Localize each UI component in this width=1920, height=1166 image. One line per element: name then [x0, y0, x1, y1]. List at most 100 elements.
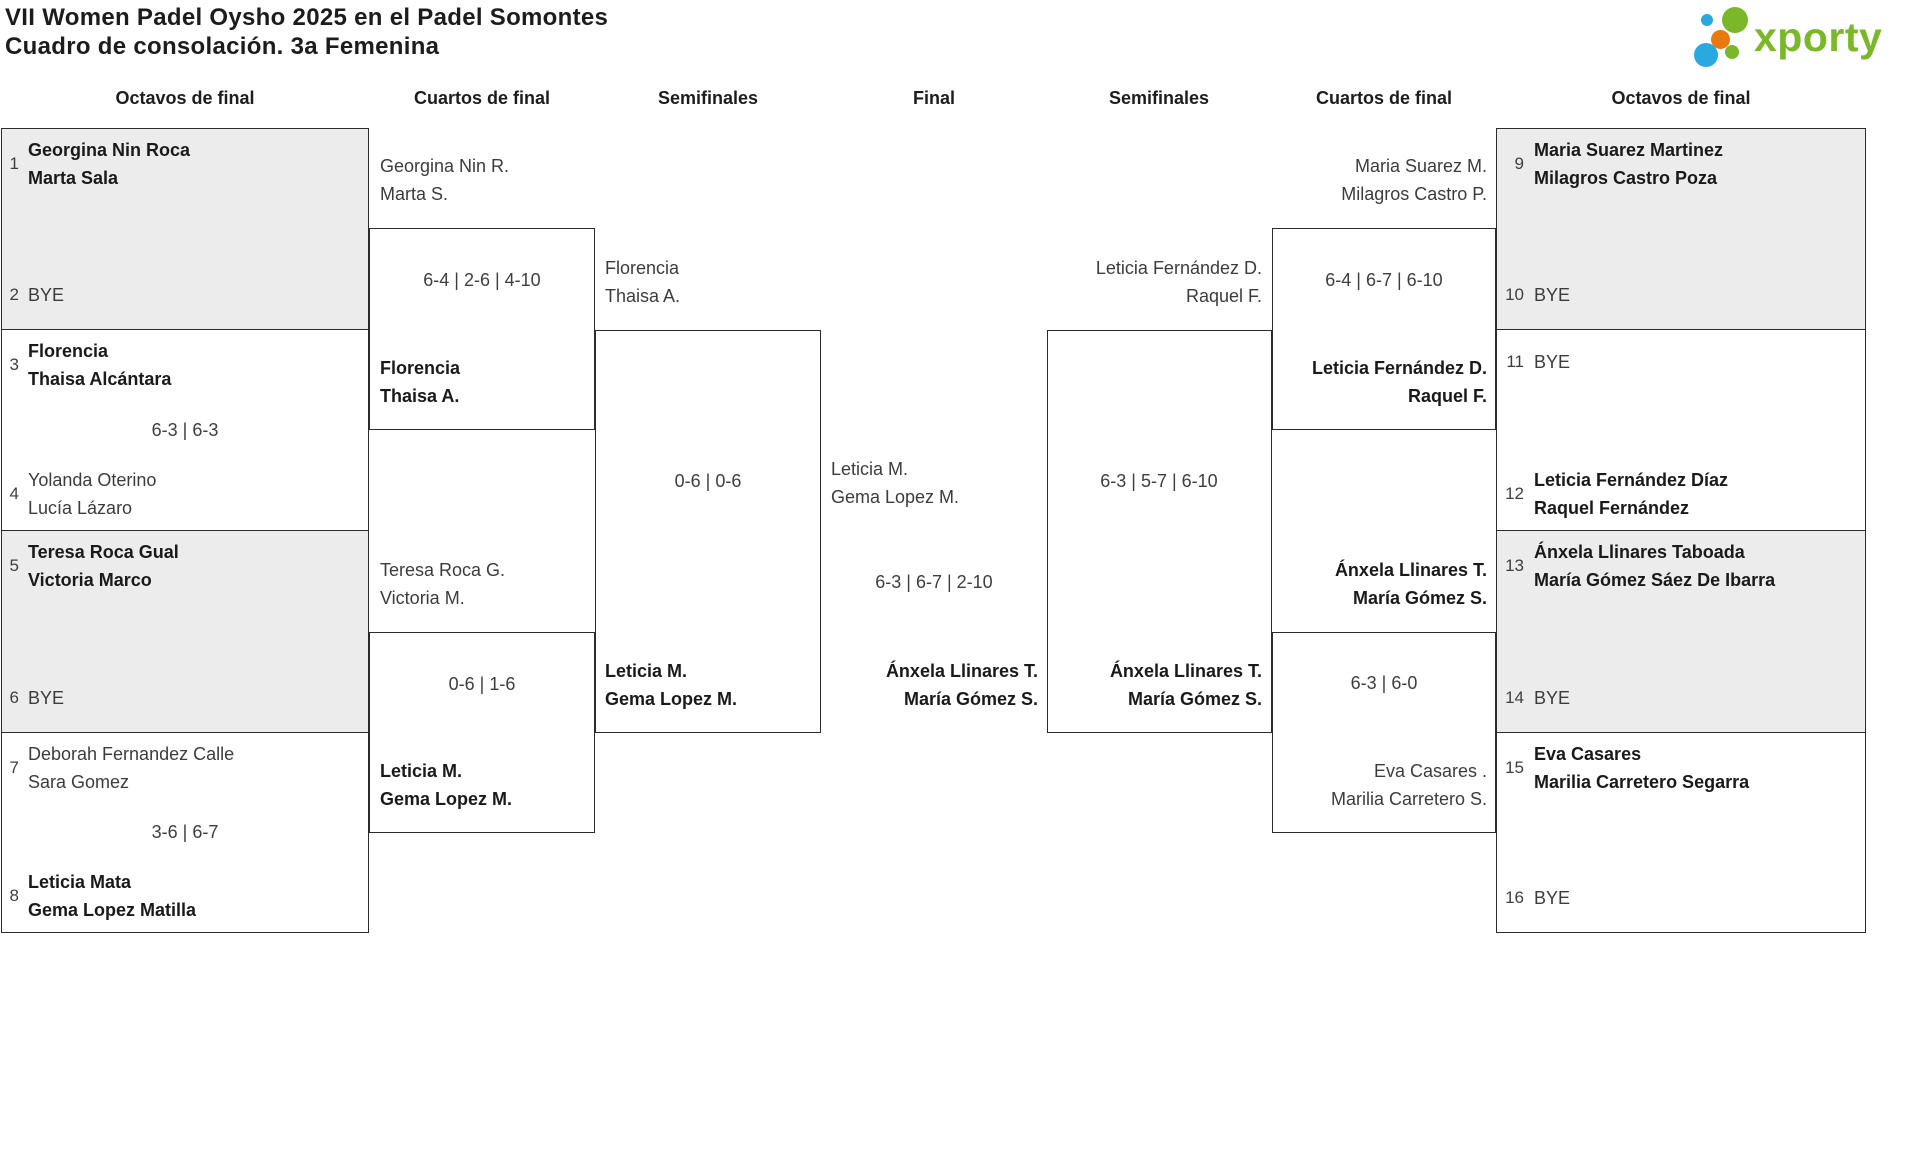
round-header-1: Cuartos de final	[413, 88, 551, 108]
seed-number-8: 8	[9, 886, 19, 905]
semifinal-right-team-1: Ánxela Llinares T.María Gómez S.	[1110, 657, 1262, 713]
team-name-line: Raquel F.	[1407, 386, 1487, 406]
semi_right-box-1	[1047, 330, 1272, 733]
team-name-line: Milagros Castro P.	[1341, 184, 1487, 204]
cuartos-right-team-1: Leticia Fernández D.Raquel F.	[1312, 354, 1487, 410]
team-name-line: Sara Gomez	[28, 772, 130, 792]
round-header-2: Semifinales	[657, 88, 759, 108]
team-name-line: BYE	[28, 688, 65, 708]
team-name-line: Gema Lopez M.	[605, 689, 738, 709]
team-name-line: Eva Casares .	[1373, 761, 1487, 781]
round-header-3: Final	[912, 88, 955, 108]
octavos_left-score-2: 6-3 | 6-3	[151, 419, 219, 440]
cuartos-left-team-2: Teresa Roca G. Victoria M.	[380, 556, 505, 612]
round-header-0: Octavos de final	[115, 88, 255, 108]
logo-dot-icon	[1722, 7, 1748, 33]
team-name-line: BYE	[1534, 352, 1571, 372]
seed-number-15: 15	[1505, 758, 1524, 777]
semifinal-left-team-1: Leticia M. Gema Lopez M.	[605, 657, 737, 713]
seed-number-6: 6	[9, 688, 19, 707]
cuartos_right-box-2	[1272, 632, 1496, 833]
team-name-line: Thaisa A.	[380, 386, 460, 406]
octavos_left-match-box-1	[1, 128, 369, 330]
team-name-line: BYE	[1534, 285, 1571, 305]
semi_left-box-1	[595, 330, 821, 733]
team-name-line: Ánxela Llinares T.	[1334, 560, 1487, 580]
octavos_left-score-4: 3-6 | 6-7	[151, 822, 219, 842]
page-title: VII Women Padel Oysho 2025 en el Padel S…	[5, 4, 609, 31]
cuartos-left-team-3: Leticia M.Gema Lopez M.	[380, 757, 512, 813]
logo-dot-icon	[1694, 43, 1718, 67]
team-name-line: Florencia	[605, 258, 680, 278]
cuartos-left-team-0: Georgina Nin R. Marta S.	[380, 152, 509, 208]
xporty-logo[interactable]: xporty	[1690, 0, 1915, 68]
seed-number-7: 7	[9, 758, 19, 777]
team-name-line: María Gómez Sáez De Ibarra	[1534, 570, 1776, 590]
team-name-line: Milagros Castro Poza	[1534, 168, 1718, 188]
cuartos-right-team-3: Eva Casares . Marilia Carretero S.	[1331, 757, 1487, 813]
team-name-line: Maria Suarez M.	[1354, 156, 1487, 176]
team-name-line: Georgina Nin R.	[380, 156, 510, 176]
team-name-line: Thaisa Alcántara	[28, 369, 172, 389]
team-name-line: Leticia M.	[605, 661, 688, 681]
octavos_left-match-box-2	[1, 329, 369, 531]
cuartos_left-box-1	[369, 228, 595, 430]
team-name-line: Gema Lopez Matilla	[28, 900, 197, 920]
octavos_right-match-box-4	[1496, 732, 1866, 933]
seed-number-12: 12	[1505, 484, 1524, 503]
cuartos-left-score-1: 6-4 | 2-6 | 4-10	[423, 270, 541, 290]
cuartos_left-box-2	[369, 632, 595, 833]
seed-number-4: 4	[9, 484, 19, 503]
octavos_right-match-box-2	[1496, 329, 1866, 531]
cuartos-right-team-0: Maria Suarez M. Milagros Castro P.	[1341, 152, 1487, 208]
seed-number-11: 11	[1506, 352, 1524, 371]
team-name-line: María Gómez S.	[1352, 588, 1487, 608]
team-name-line: Victoria Marco	[28, 570, 152, 590]
seed-number-13: 13	[1505, 556, 1524, 575]
seed-number-10: 10	[1505, 285, 1524, 304]
cuartos-left-score-2: 0-6 | 1-6	[448, 674, 516, 694]
bye-label-16: BYE	[1534, 884, 1570, 912]
bye-label-11: BYE	[1534, 348, 1570, 376]
seed-number-16: 16	[1505, 888, 1524, 907]
team-name-line: Leticia M.	[831, 459, 909, 479]
seed-number-9: 9	[1514, 154, 1524, 173]
logo-dot-icon	[1725, 45, 1739, 59]
cuartos-right-team-2: Ánxela Llinares T. María Gómez S.	[1335, 556, 1487, 612]
round-header-4: Semifinales	[1108, 88, 1210, 108]
team-name-line: Lucía Lázaro	[28, 498, 133, 518]
seed-number-5: 5	[9, 556, 19, 575]
page-subtitle: Cuadro de consolación. 3a Femenina	[5, 33, 440, 60]
semifinal-right-team-0: Leticia Fernández D.Raquel F.	[1096, 254, 1262, 310]
seed-number-3: 3	[9, 355, 19, 374]
bye-label-2: BYE	[28, 281, 64, 309]
seed-number-1: 1	[9, 154, 19, 173]
team-name-line: BYE	[1534, 888, 1571, 908]
logo-dot-icon	[1711, 30, 1730, 49]
round-header-5: Cuartos de final	[1315, 88, 1453, 108]
team-name-line: Marta S.	[380, 184, 449, 204]
cuartos_right-box-1	[1272, 228, 1496, 430]
team-name-line: Teresa Roca G.	[380, 560, 506, 580]
octavos_left-match-box-3	[1, 530, 369, 733]
team-name-line: Yolanda Oterino	[28, 470, 157, 490]
cuartos-right-score-2: 6-3 | 6-0	[1350, 673, 1418, 693]
team-name-line: BYE	[1534, 688, 1571, 708]
team-name-line: Victoria M.	[380, 588, 465, 608]
team-name-line: Florencia	[380, 358, 461, 378]
team-name-line: Leticia Fernández Díaz	[1534, 470, 1729, 490]
team-name-line: Marilia Carretero S.	[1330, 789, 1487, 809]
team-name-line: Marilia Carretero Segarra	[1534, 772, 1750, 792]
